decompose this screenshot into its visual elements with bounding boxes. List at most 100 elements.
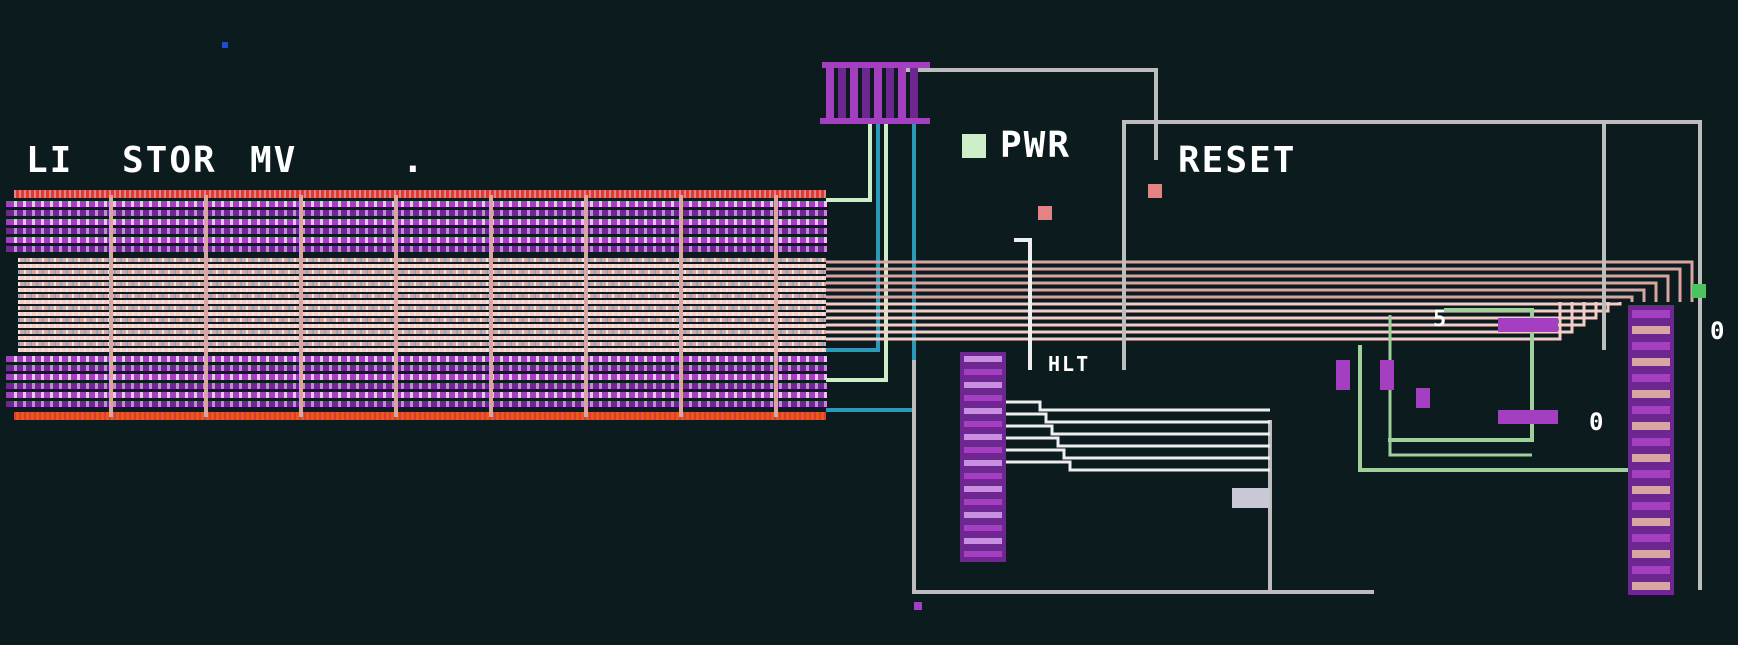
memory-data-cell <box>276 306 278 310</box>
memory-data-cell <box>84 258 86 262</box>
memory-data-cell <box>738 318 740 322</box>
memory-data-cell <box>816 294 818 298</box>
memory-data-cell <box>588 288 590 292</box>
memory-data-cell <box>534 294 536 298</box>
memory-data-cell <box>558 312 560 316</box>
memory-row-cell <box>383 374 386 380</box>
memory-row-cell <box>293 228 296 234</box>
memory-data-cell <box>576 288 578 292</box>
control-unit-row <box>964 382 1002 388</box>
memory-row-cell <box>77 356 80 362</box>
memory-row-cell <box>212 210 215 216</box>
memory-data-cell <box>720 336 722 340</box>
memory-row-cell <box>23 401 26 407</box>
memory-row-cell <box>122 246 125 252</box>
memory-data-cell <box>402 324 404 328</box>
memory-data-cell <box>780 282 782 286</box>
memory-row-cell <box>68 365 71 371</box>
memory-data-cell <box>606 318 608 322</box>
memory-data-cell <box>102 282 104 286</box>
memory-row-cell <box>140 383 143 389</box>
memory-row-cell <box>365 219 368 225</box>
memory-bottom-tick <box>134 412 136 420</box>
memory-row-cell <box>167 374 170 380</box>
memory-data-cell <box>330 324 332 328</box>
memory-data-cell <box>180 324 182 328</box>
memory-data-cell <box>750 276 752 280</box>
memory-bottom-tick <box>449 412 451 420</box>
memory-row-cell <box>275 374 278 380</box>
memory-row-cell <box>599 246 602 252</box>
memory-data-cell <box>252 270 254 274</box>
memory-data-cell <box>702 288 704 292</box>
memory-data-cell <box>78 264 80 268</box>
memory-data-cell <box>192 330 194 334</box>
memory-data-cell <box>402 270 404 274</box>
memory-data-cell <box>510 270 512 274</box>
memory-data-cell <box>792 258 794 262</box>
memory-data-cell <box>600 276 602 280</box>
memory-data-cell <box>138 264 140 268</box>
memory-data-cell <box>72 300 74 304</box>
memory-row-cell <box>599 374 602 380</box>
memory-row-cell <box>797 365 800 371</box>
memory-row-cell <box>437 201 440 207</box>
memory-data-cell <box>234 330 236 334</box>
memory-data-cell <box>750 342 752 346</box>
memory-data-cell <box>384 300 386 304</box>
memory-data-cell <box>66 342 68 346</box>
memory-row-cell <box>716 201 719 207</box>
memory-data-cell <box>684 330 686 334</box>
memory-row-cell <box>671 392 674 398</box>
memory-data-cell <box>348 312 350 316</box>
memory-top-tick <box>414 190 416 198</box>
memory-data-cell <box>168 318 170 322</box>
memory-data-cell <box>636 312 638 316</box>
memory-data-cell <box>438 300 440 304</box>
memory-data-cell <box>450 288 452 292</box>
memory-data-cell <box>786 282 788 286</box>
memory-data-cell <box>96 312 98 316</box>
memory-data-cell <box>150 300 152 304</box>
memory-top-tick <box>109 190 111 198</box>
memory-row-cell <box>698 383 701 389</box>
memory-data-cell <box>594 288 596 292</box>
memory-data-cell <box>576 342 578 346</box>
memory-row-cell <box>230 401 233 407</box>
memory-data-cell <box>222 294 224 298</box>
memory-row-cell <box>644 374 647 380</box>
memory-data-cell <box>744 342 746 346</box>
memory-data-cell <box>690 270 692 274</box>
memory-data-cell <box>294 270 296 274</box>
memory-top-tick <box>569 190 571 198</box>
memory-row-cell <box>275 365 278 371</box>
memory-data-cell <box>546 288 548 292</box>
memory-data-cell <box>144 276 146 280</box>
memory-bottom-tick <box>284 412 286 420</box>
memory-data-cell <box>264 270 266 274</box>
memory-bottom-tick <box>589 412 591 420</box>
memory-data-cell <box>138 348 140 352</box>
memory-data-cell <box>42 342 44 346</box>
memory-data-cell <box>522 318 524 322</box>
memory-data-cell <box>480 318 482 322</box>
memory-row-cell <box>329 374 332 380</box>
memory-bottom-tick <box>594 412 596 420</box>
memory-data-cell <box>36 318 38 322</box>
memory-data-cell <box>792 312 794 316</box>
memory-row-cell <box>77 210 80 216</box>
memory-data-cell <box>588 264 590 268</box>
memory-top-tick <box>394 190 396 198</box>
memory-data-cell <box>462 330 464 334</box>
memory-row-cell <box>77 392 80 398</box>
memory-data-cell <box>234 312 236 316</box>
memory-data-cell <box>384 342 386 346</box>
memory-data-cell <box>30 264 32 268</box>
memory-data-cell <box>474 312 476 316</box>
memory-data-cell <box>702 336 704 340</box>
memory-bottom-tick <box>104 412 106 420</box>
memory-data-cell <box>552 348 554 352</box>
memory-data-cell <box>660 258 662 262</box>
memory-data-cell <box>126 276 128 280</box>
